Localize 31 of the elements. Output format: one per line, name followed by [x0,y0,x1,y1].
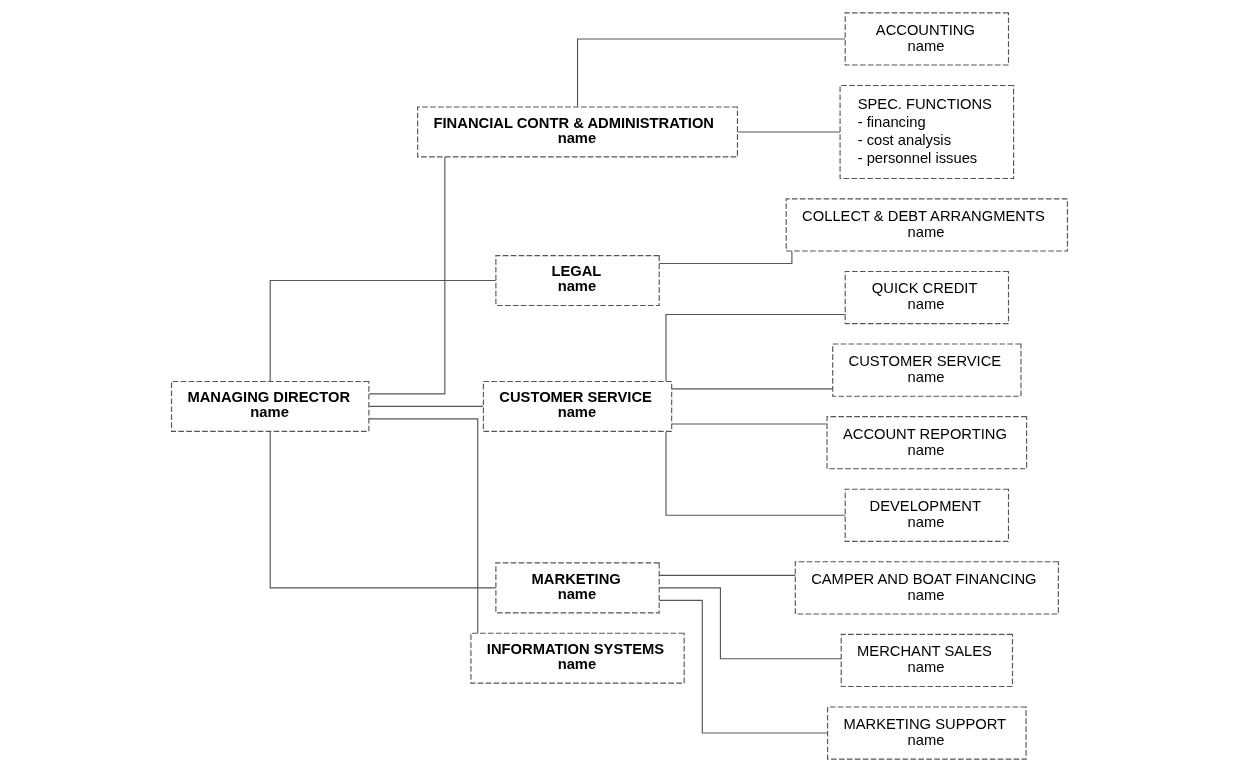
connector [664,314,846,382]
node-box: ACCOUNTING name [844,12,1009,66]
connector [368,156,445,395]
node-box: MARKETING name [494,562,660,614]
node-box: COLLECT & DEBT ARRANGMENTS name [785,198,1068,252]
connector [368,418,478,634]
node-box: CAMPER AND BOAT FINANCING name [794,561,1059,615]
node-box: CUSTOMER SERVICE name [831,343,1022,397]
node-box: MERCHANT SALES name [840,633,1013,688]
connector [368,405,484,407]
node-box: LEGAL name [494,255,660,307]
node-box: QUICK CREDIT name [844,270,1009,325]
node-box: FINANCIAL CONTR & ADMINISTRATION name [416,106,738,158]
connector [658,574,796,576]
node-box: SPEC. FUNCTIONS - financing - cost analysis - personnel issues [839,84,1014,180]
node-box: ACCOUNT REPORTING name [825,416,1027,470]
connector [664,431,846,516]
connector [736,131,840,133]
connector [269,279,496,382]
connector [269,431,496,589]
node-box: CUSTOMER SERVICE name [482,380,672,432]
connector [658,250,792,265]
node-box: INFORMATION SYSTEMS name [469,632,685,684]
node-box: MANAGING DIRECTOR name [170,380,369,432]
connector [658,599,828,734]
node-box: MARKETING SUPPORT name [826,706,1027,760]
node-box: DEVELOPMENT name [844,488,1009,542]
connector [671,388,833,390]
connector [658,587,842,660]
connector [576,38,845,108]
connector [671,423,827,425]
